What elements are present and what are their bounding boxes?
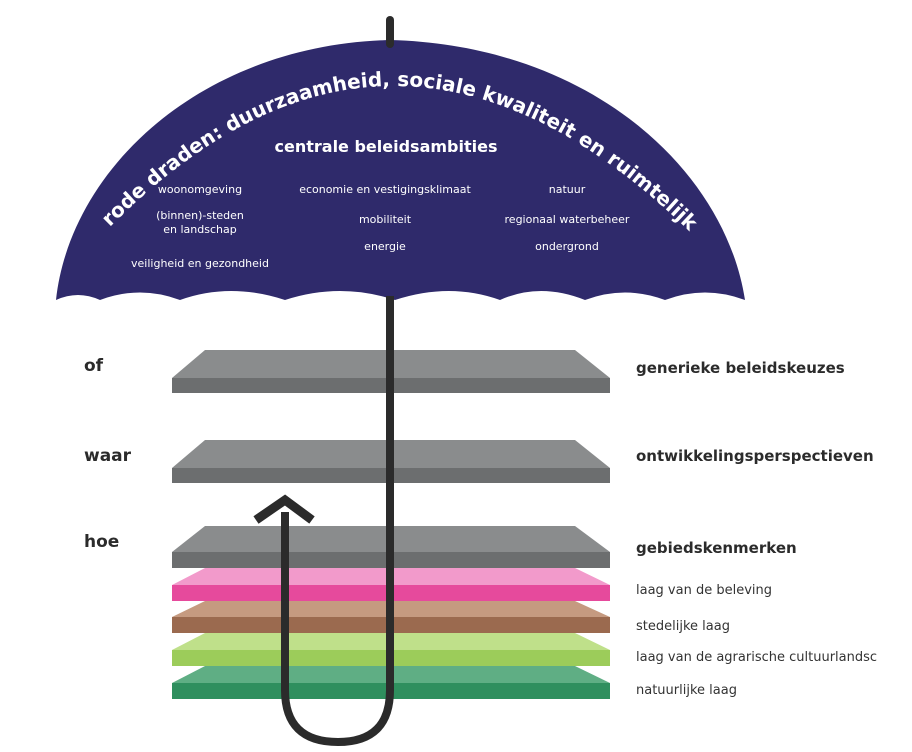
layer-label-beleving: laag van de beleving [636,583,772,598]
right-label-area: generieke beleidskeuzes ontwikkelingsper… [636,359,878,698]
umbrella-shaft [281,296,394,747]
level-label-ontwikkeling: ontwikkelingsperspectieven [636,447,874,465]
ambition-item: (binnen)-steden [156,209,244,222]
ambition-item: energie [364,240,406,253]
ambition-item: natuur [549,183,586,196]
center-title: centrale beleidsambities [275,137,498,156]
ambition-item: en landschap [163,223,236,236]
level-question-hoe: hoe [84,532,120,552]
ambition-item: regionaal waterbeheer [505,213,630,226]
level-label-generieke: generieke beleidskeuzes [636,359,845,377]
level-question-waar: waar [84,446,132,466]
ambition-item: woonomgeving [158,183,242,196]
level-question-of: of [84,356,104,376]
ambition-item: mobiliteit [359,213,412,226]
ambition-item: ondergrond [535,240,599,253]
ambition-item: veiligheid en gezondheid [131,257,269,270]
umbrella-canopy [56,40,745,300]
layer-label-natuurlijk: natuurlijke laag [636,683,737,698]
arrow-up-icon [253,494,315,524]
layer-label-stedelijk: stedelijke laag [636,619,730,634]
layer-label-agrarisch: laag van de agrarische cultuurlandschap [636,650,878,665]
level-label-gebiedskenmerken: gebiedskenmerken [636,539,797,557]
ambition-item: economie en vestigingsklimaat [299,183,471,196]
